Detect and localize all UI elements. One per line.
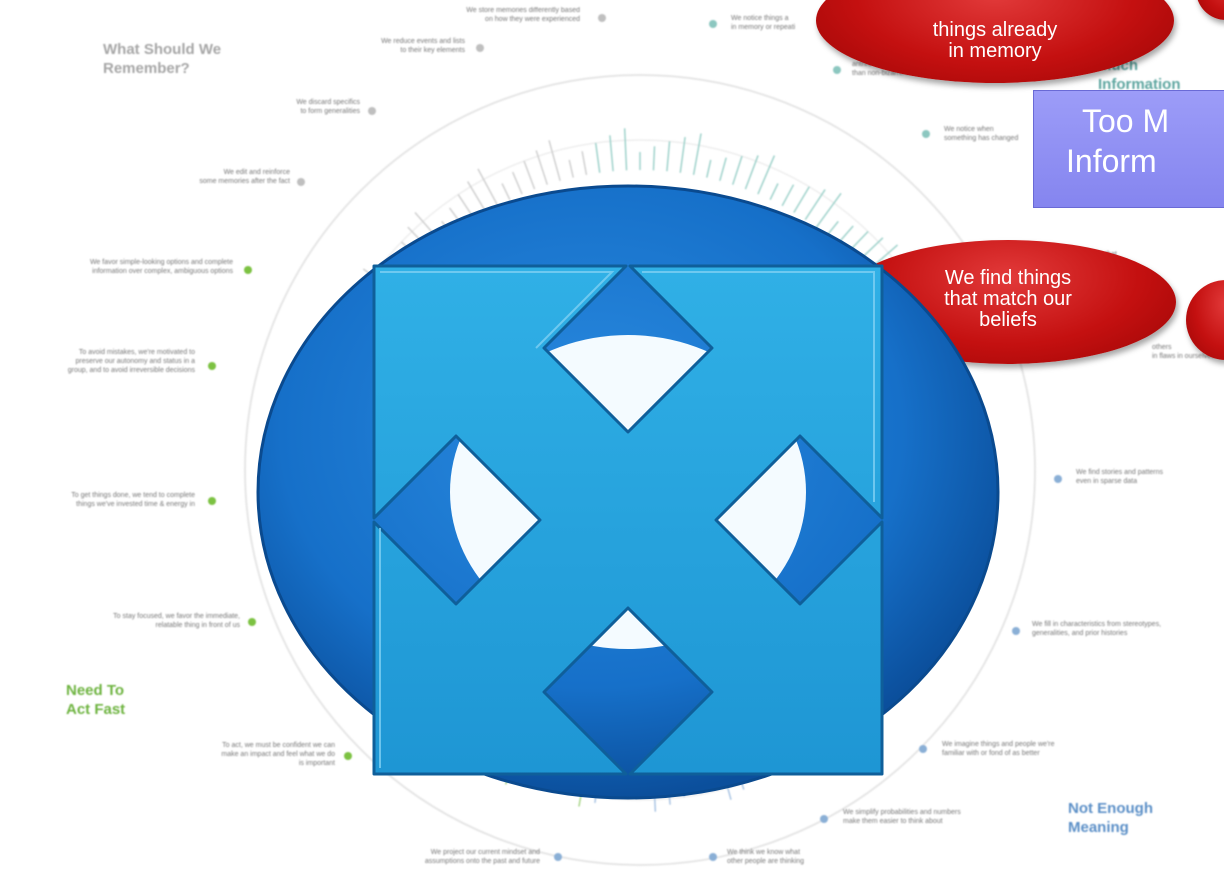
wheel-spoke — [719, 157, 727, 182]
wheel-spoke — [581, 151, 588, 175]
wheel-spoke — [706, 159, 712, 178]
wheel-spoke — [666, 141, 671, 172]
wheel-spoke — [804, 189, 826, 221]
wheel-spoke — [477, 168, 499, 207]
dot-imagine-things — [919, 745, 927, 753]
wheel-spoke — [523, 160, 536, 190]
wheel-spoke — [511, 171, 523, 195]
wheel-spoke — [652, 146, 656, 171]
too-much-box-line1: Too M — [1082, 103, 1170, 139]
wheel-spoke — [731, 155, 743, 185]
wheel-spoke — [535, 150, 549, 185]
dot-notice-changed — [922, 130, 930, 138]
wheel-spoke — [781, 184, 795, 207]
wheel-spoke — [826, 220, 839, 236]
dot-simplify-probabilities — [820, 815, 828, 823]
too-much-box-line2: Inform — [1066, 143, 1157, 179]
dot-fill-in — [1012, 627, 1020, 635]
wheel-spoke — [769, 183, 779, 201]
too-much-information-box: Too M Inform — [1033, 90, 1224, 208]
quadrant-title-not-enough-meaning: Not Enough Meaning — [1068, 800, 1153, 836]
dot-avoid-mistakes — [208, 362, 216, 370]
wheel-spoke — [623, 128, 628, 171]
wheel-spoke — [815, 192, 842, 228]
dot-bizarre — [833, 66, 841, 74]
wheel-spoke — [568, 159, 574, 178]
wheel-spoke — [793, 186, 810, 213]
wheel-spoke — [744, 155, 759, 190]
dot-notice-things — [709, 20, 717, 28]
dot-favor-simple — [244, 266, 252, 274]
wheel-spoke — [679, 136, 686, 173]
dot-store-memories — [598, 14, 606, 22]
dot-discard-specifics — [368, 107, 376, 115]
quadrant-title-act-fast: Need To Act Fast — [66, 682, 126, 718]
wheel-spoke — [467, 181, 487, 213]
dot-to-act — [344, 752, 352, 760]
dot-project-mindset — [554, 853, 562, 861]
quadrant-title-remember: What Should We Remember? — [103, 41, 222, 77]
wheel-spoke — [609, 135, 614, 172]
wheel-spoke — [692, 133, 702, 175]
dot-edit-reinforce — [297, 178, 305, 186]
wheel-spoke — [757, 155, 776, 195]
wheel-spoke — [594, 142, 601, 173]
dot-think-we-know — [709, 853, 717, 861]
wheel-spoke — [548, 140, 561, 182]
dot-reduce-events — [476, 44, 484, 52]
item-stay-focused: To stay focused, we favor the immediate,… — [113, 613, 240, 629]
wheel-spoke — [501, 183, 511, 201]
item-favor-simple: We favor simple-looking options and comp… — [89, 259, 233, 275]
dot-find-stories — [1054, 475, 1062, 483]
expand-arrows-icon — [256, 184, 1000, 800]
item-fill-in: We fill in characteristics from stereoty… — [1032, 621, 1162, 637]
dot-stay-focused — [248, 618, 256, 626]
dot-get-things-done — [208, 497, 216, 505]
